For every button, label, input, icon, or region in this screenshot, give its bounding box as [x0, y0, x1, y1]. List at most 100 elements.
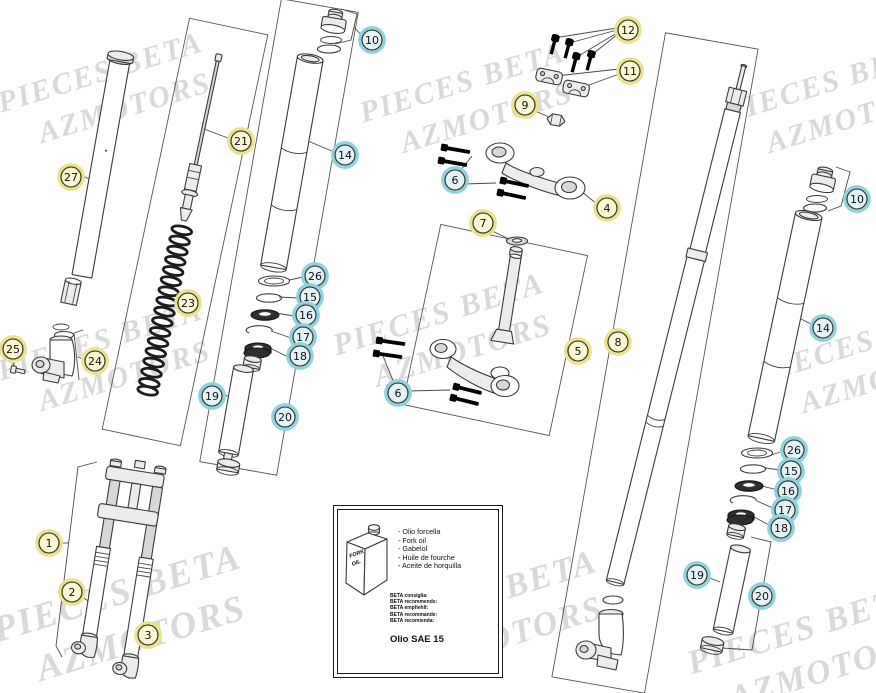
callout-4-label: 4	[604, 202, 611, 215]
callout-9[interactable]: 9	[511, 91, 539, 119]
callout-20-label: 20	[755, 590, 769, 603]
callout-11[interactable]: 11	[616, 57, 644, 85]
callout-10-right[interactable]: 10	[843, 185, 871, 213]
part-axle-foot	[9, 277, 82, 384]
callout-4[interactable]: 4	[593, 194, 621, 222]
callout-10-label: 10	[365, 34, 379, 47]
callout-3-label: 3	[145, 629, 152, 642]
callout-8[interactable]: 8	[604, 328, 632, 356]
callout-6-label: 6	[452, 174, 459, 187]
part-complete-fork	[70, 458, 167, 679]
callout-14-right[interactable]: 14	[809, 314, 837, 342]
callout-5[interactable]: 5	[564, 337, 592, 365]
callout-14[interactable]: 14	[331, 141, 359, 169]
callout-17[interactable]: 17	[289, 323, 317, 351]
part-inner-tube	[71, 50, 135, 279]
part-foot-bolt	[9, 365, 26, 375]
part-cartridge-right	[712, 544, 751, 636]
callout-6-bottom[interactable]: 6	[384, 379, 412, 407]
part-spring-guide-right	[699, 636, 725, 655]
part-cartridge	[218, 364, 254, 461]
callout-19-label: 19	[690, 569, 704, 582]
oil-rec-fr: BETA recommande:	[390, 611, 438, 618]
callout-9-label: 9	[522, 99, 529, 112]
callout-20-right[interactable]: 20	[748, 582, 776, 610]
oil-name-es: - Aceite de horquilla	[398, 561, 462, 571]
callout-17-label: 17	[778, 504, 792, 517]
oil-rec-it: BETA consiglia:	[390, 593, 428, 599]
callout-10[interactable]: 10	[358, 26, 386, 54]
callout-15-label: 15	[784, 465, 798, 478]
callout-19[interactable]: 19	[198, 382, 226, 410]
callout-7-label: 7	[480, 217, 487, 230]
callout-14-label: 14	[338, 149, 352, 162]
callout-26-label: 26	[787, 444, 801, 457]
part-steering-stem	[429, 246, 523, 398]
callout-27-label: 27	[64, 171, 78, 184]
part-seals-stack	[242, 275, 291, 372]
can-label-line2: OIL	[351, 559, 362, 568]
box-assembled-leg-group	[551, 32, 759, 693]
callout-6-label: 6	[395, 387, 402, 400]
callout-8-label: 8	[615, 336, 622, 349]
callout-25[interactable]: 25	[0, 335, 27, 363]
callout-21[interactable]: 21	[227, 127, 255, 155]
callout-18-label: 18	[293, 350, 307, 363]
oil-name-fr: - Huile de fourche	[398, 552, 455, 562]
callout-26[interactable]: 26	[301, 262, 329, 290]
callout-26-label: 26	[308, 270, 322, 283]
callout-24-label: 24	[88, 355, 102, 368]
callout-2[interactable]: 2	[58, 578, 86, 606]
oil-spec: Olio SAE 15	[390, 634, 444, 645]
callout-18-right[interactable]: 18	[767, 514, 795, 542]
callout-25-label: 25	[6, 343, 20, 356]
callout-21-label: 21	[234, 135, 248, 148]
oil-rec-en: BETA recommends:	[390, 599, 438, 606]
part-damper-rod	[179, 53, 223, 222]
part-washer	[505, 236, 529, 246]
part-clamp-bolts	[547, 33, 597, 74]
fork-oil-can: FORK OIL	[345, 524, 388, 596]
callout-14-label: 14	[816, 322, 830, 335]
callout-19-label: 19	[205, 390, 219, 403]
callout-11-label: 11	[623, 65, 637, 78]
callout-7[interactable]: 7	[469, 209, 497, 237]
callout-20-label: 20	[278, 411, 292, 424]
callout-20[interactable]: 20	[271, 403, 299, 431]
oil-rec-es: BETA recomienda:	[390, 617, 435, 624]
callout-23[interactable]: 23	[174, 289, 202, 317]
part-fork-cap-right	[802, 166, 836, 213]
callout-23-label: 23	[181, 297, 195, 310]
callout-27[interactable]: 27	[57, 163, 85, 191]
can-label-line1: FORK	[349, 548, 367, 560]
part-seals-stack-right	[726, 447, 774, 540]
oil-name-en: - Fork oil	[398, 535, 426, 545]
callout-19-right[interactable]: 19	[683, 561, 711, 589]
part-steering-nut	[546, 113, 566, 127]
part-top-triple-clamp	[485, 142, 586, 200]
part-assembled-leg	[575, 63, 748, 671]
callout-5-label: 5	[575, 345, 582, 358]
callout-3[interactable]: 3	[134, 621, 162, 649]
group-callouts: 27 21 23 25 24 10 14 26 15 16 17 18 19 2…	[0, 16, 871, 649]
callout-1[interactable]: 1	[35, 529, 63, 557]
box-steering-stem-group	[401, 223, 589, 437]
part-spring-guide	[216, 458, 241, 476]
box-damper-rod-group	[101, 17, 269, 447]
part-outer-tube-right	[747, 209, 823, 445]
callout-1-label: 1	[46, 537, 53, 550]
oil-rec-de: BETA empfiehlt:	[390, 605, 429, 612]
callout-10-label: 10	[850, 193, 864, 206]
callout-2-label: 2	[69, 586, 76, 599]
callout-24[interactable]: 24	[81, 347, 109, 375]
callout-12[interactable]: 12	[614, 16, 642, 44]
callout-6-top[interactable]: 6	[441, 166, 469, 194]
oil-name-it: - Olio forcella	[398, 527, 441, 536]
callout-18[interactable]: 18	[286, 342, 314, 370]
part-handlebar-clamps	[535, 67, 590, 98]
callout-16-right[interactable]: 16	[774, 477, 802, 505]
callout-16-label: 16	[299, 309, 313, 322]
callout-18-label: 18	[774, 522, 788, 535]
